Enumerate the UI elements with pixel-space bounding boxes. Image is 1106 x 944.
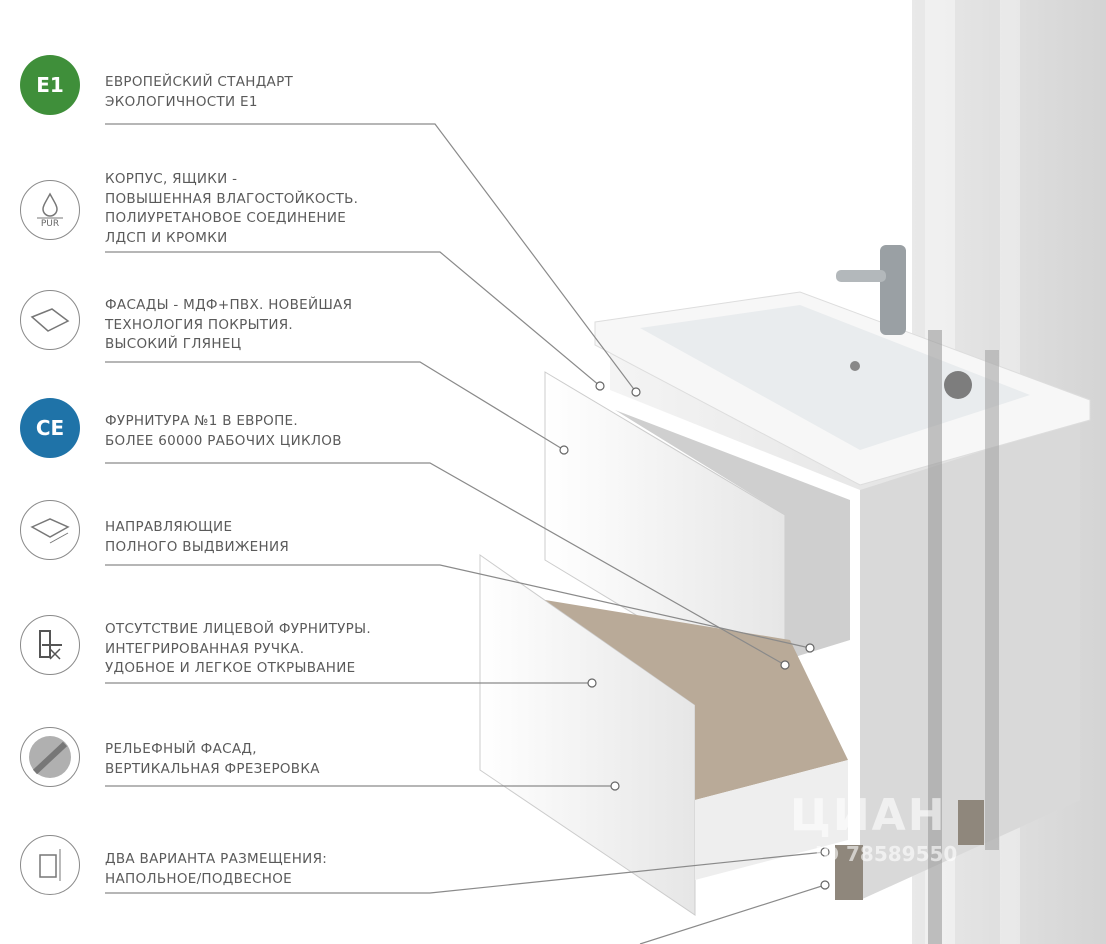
e1-eco-icon: E1: [20, 55, 80, 115]
drawer-slide-icon: [20, 500, 80, 560]
leader-lines: [105, 123, 826, 944]
cabinet-leg: [835, 845, 863, 900]
feature-line: ТЕХНОЛОГИЯ ПОКРЫТИЯ.: [105, 316, 294, 333]
feature-line: БОЛЕЕ 60000 РАБОЧИХ ЦИКЛОВ: [105, 432, 342, 449]
watermark-brand: ЦИАН: [790, 790, 947, 841]
feature-line: ПОВЫШЕННАЯ ВЛАГОСТОЙКОСТЬ.: [105, 190, 359, 207]
feature-text: ДВА ВАРИАНТА РАЗМЕЩЕНИЯ: НАПОЛЬНОЕ/ПОДВЕС…: [105, 850, 327, 889]
no-handle-icon: [20, 615, 80, 675]
feature-line: ПОЛНОГО ВЫДВИЖЕНИЯ: [105, 538, 290, 555]
faucet: [880, 245, 906, 335]
feature-line: КОРПУС, ЯЩИКИ -: [105, 171, 238, 187]
panel-icon: [20, 290, 80, 350]
floor-wall-mount-icon: [20, 835, 80, 895]
feature-line: ФУРНИТУРА №1 В ЕВРОПЕ.: [105, 413, 298, 429]
icon-label: CE: [35, 416, 65, 440]
feature-text: ОТСУТСТВИЕ ЛИЦЕВОЙ ФУРНИТУРЫ. ИНТЕГРИРОВА…: [105, 620, 371, 679]
relief-facade-icon: [20, 727, 80, 787]
feature-line: ВЕРТИКАЛЬНАЯ ФРЕЗЕРОВКА: [105, 760, 320, 777]
feature-line: УДОБНОЕ И ЛЕГКОЕ ОТКРЫВАНИЕ: [105, 660, 356, 676]
feature-text: ФАСАДЫ - МДФ+ПВХ. НОВЕЙШАЯ ТЕХНОЛОГИЯ ПОК…: [105, 296, 352, 355]
feature-line: ЭКОЛОГИЧНОСТИ Е1: [105, 93, 258, 110]
bottom-drawer: [479, 554, 696, 916]
feature-text: КОРПУС, ЯЩИКИ - ПОВЫШЕННАЯ ВЛАГОСТОЙКОСТЬ…: [105, 170, 358, 248]
feature-text: РЕЛЬЕФНЫЙ ФАСАД, ВЕРТИКАЛЬНАЯ ФРЕЗЕРОВКА: [105, 740, 320, 779]
feature-line: ЕВРОПЕЙСКИЙ СТАНДАРТ: [105, 74, 294, 90]
feature-line: ОТСУТСТВИЕ ЛИЦЕВОЙ ФУРНИТУРЫ.: [105, 621, 371, 637]
icon-label: E1: [36, 73, 64, 97]
shower-glass-frame: [928, 330, 942, 944]
feature-line: ВЫСОКИЙ ГЛЯНЕЦ: [105, 336, 242, 352]
feature-text: ЕВРОПЕЙСКИЙ СТАНДАРТ ЭКОЛОГИЧНОСТИ Е1: [105, 73, 293, 112]
feature-text: ФУРНИТУРА №1 В ЕВРОПЕ. БОЛЕЕ 60000 РАБОЧИ…: [105, 412, 342, 451]
water-drop-pur-icon: PUR: [20, 180, 80, 240]
feature-line: НАПРАВЛЯЮЩИЕ: [105, 519, 233, 535]
feature-line: ЛДСП И КРОМКИ: [105, 229, 228, 246]
leader-dots: [559, 381, 830, 890]
feature-line: ДВА ВАРИАНТА РАЗМЕЩЕНИЯ:: [105, 851, 328, 867]
icon-label: PUR: [40, 219, 60, 229]
feature-line: НАПОЛЬНОЕ/ПОДВЕСНОЕ: [105, 870, 292, 887]
feature-line: ПОЛИУРЕТАНОВОЕ СОЕДИНЕНИЕ: [105, 210, 347, 226]
ce-mark-icon: CE: [20, 398, 80, 458]
feature-line: РЕЛЬЕФНЫЙ ФАСАД,: [105, 741, 257, 757]
feature-text: НАПРАВЛЯЮЩИЕ ПОЛНОГО ВЫДВИЖЕНИЯ: [105, 518, 289, 557]
feature-line: ИНТЕГРИРОВАННАЯ РУЧКА.: [105, 640, 305, 657]
feature-line: ФАСАДЫ - МДФ+ПВХ. НОВЕЙШАЯ: [105, 297, 353, 313]
watermark-id: ID 78589550: [815, 842, 958, 866]
